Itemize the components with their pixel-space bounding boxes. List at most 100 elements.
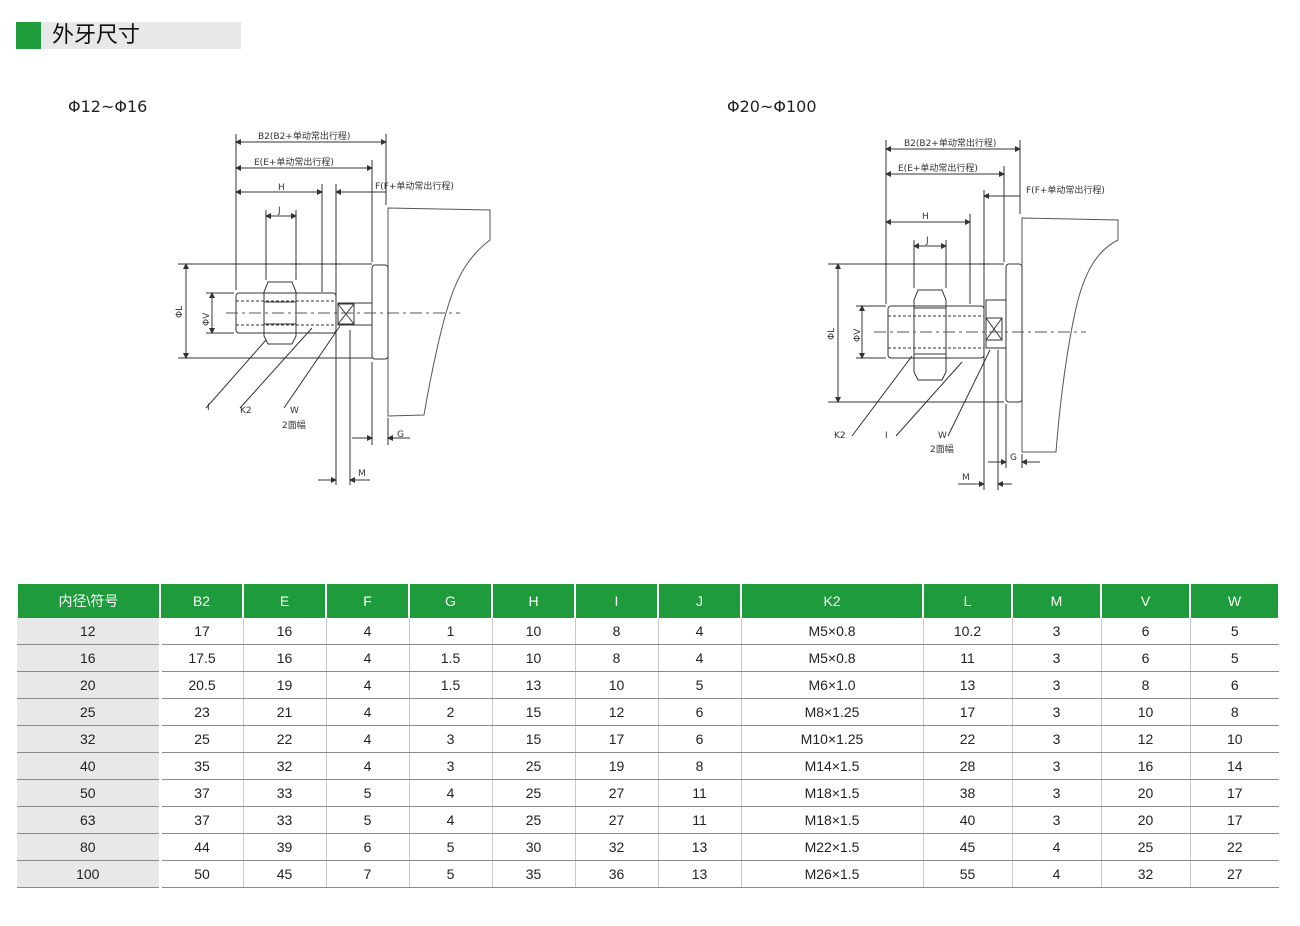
- table-cell: 19: [574, 752, 658, 780]
- label-j: J: [277, 206, 281, 216]
- table-cell: 22: [922, 725, 1012, 753]
- label-g: G: [397, 430, 404, 440]
- column-header: F: [325, 584, 410, 618]
- table-cell: 44: [160, 833, 243, 861]
- table-cell: 10: [491, 644, 575, 672]
- wrench-flat: [985, 317, 1003, 341]
- table-cell: 14: [1189, 752, 1279, 780]
- bore-size-cell: 40: [17, 752, 162, 780]
- table-cell: 4: [325, 671, 409, 699]
- bore-size-cell: 50: [17, 779, 162, 807]
- table-cell: 3: [408, 725, 492, 753]
- table-cell: M10×1.25: [740, 725, 923, 753]
- table-cell: 25: [160, 725, 243, 753]
- drawing-small: [178, 134, 491, 485]
- table-cell: 39: [242, 833, 326, 861]
- table-cell: M5×0.8: [740, 644, 923, 672]
- table-cell: 3: [1011, 779, 1101, 807]
- label-g: G: [1010, 453, 1017, 463]
- table-cell: M18×1.5: [740, 779, 923, 807]
- table-cell: 25: [491, 779, 575, 807]
- table-cell: 20.5: [160, 671, 243, 699]
- column-header: V: [1100, 584, 1191, 618]
- column-header: H: [491, 584, 576, 618]
- table-cell: 4: [325, 752, 409, 780]
- table-cell: 13: [922, 671, 1012, 699]
- table-cell: 13: [491, 671, 575, 699]
- table-cell: 1: [408, 618, 492, 645]
- table-cell: 15: [491, 698, 575, 726]
- table-cell: 35: [160, 752, 243, 780]
- piston-rod: [985, 299, 1007, 349]
- table-cell: 3: [1011, 806, 1101, 834]
- table-cell: 17: [574, 725, 658, 753]
- table-cell: 16: [242, 644, 326, 672]
- section-header-accent: [16, 22, 41, 49]
- table-cell: 30: [491, 833, 575, 861]
- label-phi-l: ΦL: [827, 328, 837, 340]
- table-cell: 16: [242, 618, 326, 645]
- table-cell: 7: [325, 860, 409, 888]
- column-header: W: [1189, 584, 1280, 618]
- bore-size-cell: 100: [17, 860, 162, 888]
- table-cell: M22×1.5: [740, 833, 923, 861]
- table-cell: 38: [922, 779, 1012, 807]
- table-cell: 1.5: [408, 671, 492, 699]
- table-cell: 37: [160, 779, 243, 807]
- table-cell: 5: [325, 779, 409, 807]
- table-cell: 5: [408, 860, 492, 888]
- bore-size-cell: 32: [17, 725, 162, 753]
- table-cell: 11: [922, 644, 1012, 672]
- cylinder-body-outline: [387, 207, 491, 417]
- column-header: E: [242, 584, 327, 618]
- column-header: G: [408, 584, 493, 618]
- table-cell: 27: [574, 806, 658, 834]
- table-cell: 10: [574, 671, 658, 699]
- table-cell: 5: [657, 671, 741, 699]
- label-e: E(E+单动常出行程): [898, 162, 978, 174]
- label-i: I: [207, 403, 210, 413]
- table-cell: 21: [242, 698, 326, 726]
- label-f: F(F+单动常出行程): [1026, 184, 1105, 196]
- table-cell: 6: [657, 725, 741, 753]
- label-j: J: [925, 236, 929, 246]
- drawing-small-labels: B2(B2+单动常出行程) E(E+单动常出行程) F(F+单动常出行程) H …: [175, 130, 454, 479]
- column-header: I: [574, 584, 659, 618]
- table-cell: 4: [408, 806, 492, 834]
- table-cell: 1.5: [408, 644, 492, 672]
- bore-size-cell: 16: [17, 644, 162, 672]
- table-cell: M8×1.25: [740, 698, 923, 726]
- table-cell: 8: [1189, 698, 1279, 726]
- table-cell: 4: [1011, 860, 1101, 888]
- table-cell: 4: [325, 618, 409, 645]
- table-cell: 3: [1011, 698, 1101, 726]
- column-header: 内径\符号: [16, 584, 161, 618]
- table-cell: 4: [408, 779, 492, 807]
- table-cell: M18×1.5: [740, 806, 923, 834]
- table-cell: 37: [160, 806, 243, 834]
- label-phi-l: ΦL: [175, 306, 185, 318]
- table-cell: 3: [1011, 725, 1101, 753]
- table-cell: 2: [408, 698, 492, 726]
- table-cell: 32: [1100, 860, 1190, 888]
- table-cell: 32: [242, 752, 326, 780]
- table-cell: 50: [160, 860, 243, 888]
- column-header: J: [657, 584, 742, 618]
- drawing-large: [828, 140, 1119, 490]
- table-cell: 6: [657, 698, 741, 726]
- table-cell: 27: [1189, 860, 1279, 888]
- table-cell: 25: [1100, 833, 1190, 861]
- table-cell: 36: [574, 860, 658, 888]
- hex-nut: [263, 281, 297, 345]
- piston-rod: [337, 302, 373, 326]
- table-cell: 17: [922, 698, 1012, 726]
- table-cell: 6: [325, 833, 409, 861]
- table-cell: 11: [657, 806, 741, 834]
- table-cell: 28: [922, 752, 1012, 780]
- table-cell: 10: [1189, 725, 1279, 753]
- table-cell: 8: [657, 752, 741, 780]
